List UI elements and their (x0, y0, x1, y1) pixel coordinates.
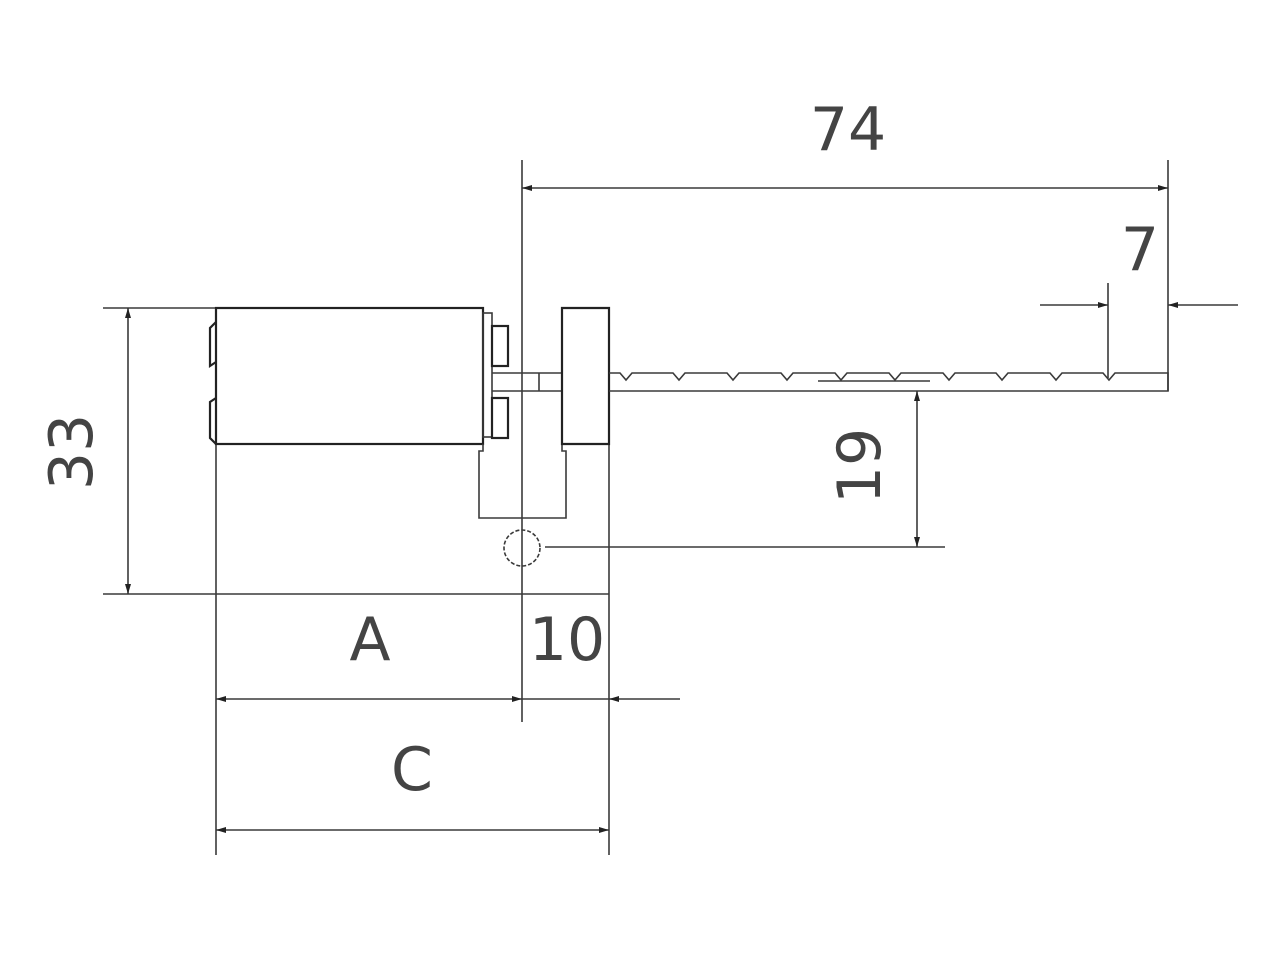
dimension-lines (125, 185, 1238, 833)
dim-a-label: A (349, 605, 390, 675)
extension-lines (103, 160, 1169, 855)
dim-10-label: 10 (529, 605, 605, 675)
dim-19-label: 19 (825, 428, 895, 504)
dim-33-label: 33 (37, 414, 107, 490)
dim-74-label: 74 (810, 95, 886, 165)
cylinder-body (208, 306, 567, 567)
dim-c-label: C (391, 735, 433, 805)
key (560, 306, 1169, 446)
dim-7-label: 7 (1121, 215, 1159, 285)
cam-center-icon (503, 529, 541, 567)
